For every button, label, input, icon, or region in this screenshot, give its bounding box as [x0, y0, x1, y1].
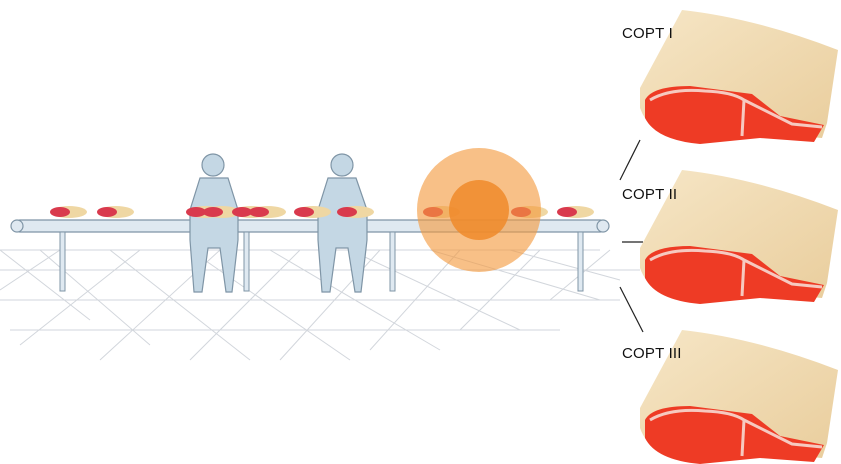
copt-label: COPT II — [622, 186, 678, 203]
meat-piece — [203, 206, 240, 218]
meat-piece — [557, 206, 594, 218]
copt-label: COPT I — [622, 25, 673, 42]
pointer-lines — [619, 139, 644, 333]
worker-icon — [189, 153, 239, 293]
worker-icon — [317, 153, 368, 293]
meat-cut-illustration — [640, 10, 838, 144]
meat-piece — [50, 206, 87, 218]
meat-piece — [249, 206, 286, 218]
meat-pieces — [50, 206, 594, 218]
meat-cut-illustration — [640, 330, 838, 464]
meat-piece — [337, 206, 374, 218]
copt-label: COPT III — [622, 345, 682, 362]
meat-cut-illustration — [640, 170, 838, 304]
meat-piece — [294, 206, 331, 218]
scanner-icon — [417, 148, 541, 272]
meat-piece — [97, 206, 134, 218]
